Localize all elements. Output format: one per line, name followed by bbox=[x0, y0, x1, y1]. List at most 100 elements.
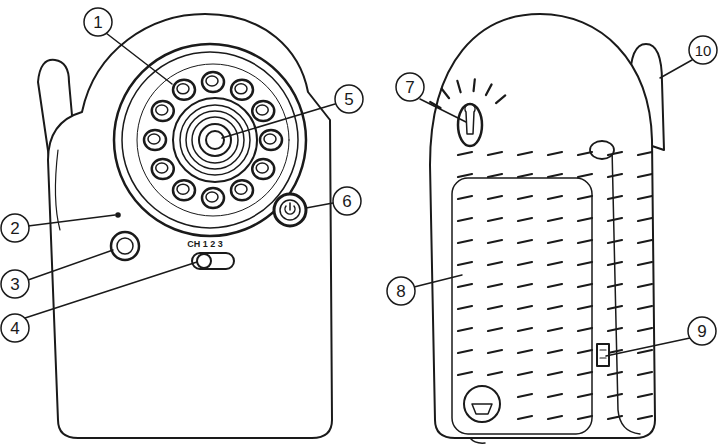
vent-slot bbox=[458, 306, 472, 309]
vent-slot bbox=[578, 416, 592, 419]
led-inner bbox=[206, 192, 218, 202]
led-inner bbox=[264, 134, 276, 144]
callout-number: 5 bbox=[344, 91, 353, 108]
vent-slot bbox=[518, 328, 532, 331]
vent-slot bbox=[488, 196, 502, 199]
vent-slot bbox=[458, 240, 472, 243]
vent-slot bbox=[458, 284, 472, 287]
vent-slot bbox=[458, 328, 472, 331]
vent-slot bbox=[608, 328, 622, 331]
led-outer bbox=[152, 159, 174, 179]
vent-slot bbox=[488, 240, 502, 243]
ir-led bbox=[173, 180, 195, 200]
led-inner bbox=[156, 105, 168, 115]
vent-slot bbox=[578, 218, 592, 221]
callout-number: 10 bbox=[695, 43, 712, 58]
vent-slot bbox=[442, 89, 449, 98]
vent-slot bbox=[458, 372, 472, 375]
callout-circles bbox=[1, 8, 717, 345]
callout-number: 1 bbox=[93, 14, 102, 31]
led-outer bbox=[202, 188, 224, 208]
led-inner bbox=[256, 105, 268, 115]
led-outer bbox=[252, 159, 274, 179]
vent-slot bbox=[518, 218, 532, 221]
vent-slot bbox=[548, 328, 562, 331]
callout-number: 6 bbox=[342, 193, 351, 210]
callout-number: 3 bbox=[10, 276, 19, 293]
channel-marking: CH 1 2 3 bbox=[187, 240, 223, 249]
vent-slot bbox=[638, 262, 652, 265]
vent-slot bbox=[548, 394, 562, 397]
vent-slot bbox=[458, 174, 472, 177]
vent-slot bbox=[548, 372, 562, 375]
vent-slot bbox=[608, 152, 622, 155]
vent-slot bbox=[638, 284, 652, 287]
vent-slot bbox=[548, 240, 562, 243]
vent-slot bbox=[488, 218, 502, 221]
vent-slot bbox=[578, 196, 592, 199]
vent-slot bbox=[548, 196, 562, 199]
vent-slot bbox=[488, 306, 502, 309]
vent-slot bbox=[548, 152, 562, 155]
vent-slot bbox=[608, 218, 622, 221]
vent-slot bbox=[578, 152, 592, 155]
led-outer bbox=[231, 80, 253, 100]
ir-led bbox=[144, 130, 166, 150]
vent-slot bbox=[518, 174, 532, 177]
vent-slot bbox=[608, 174, 622, 177]
vent-slot bbox=[638, 196, 652, 199]
vent-slot bbox=[608, 240, 622, 243]
vent-slot bbox=[638, 372, 652, 375]
vent-slot bbox=[488, 372, 502, 375]
vent-slot bbox=[474, 79, 475, 91]
ir-led bbox=[231, 80, 253, 100]
led-outer bbox=[260, 130, 282, 150]
vent-slot bbox=[638, 394, 652, 397]
vent-slot bbox=[488, 152, 502, 155]
vent-slot bbox=[638, 152, 652, 155]
led-inner bbox=[156, 163, 168, 173]
callout-leaders bbox=[25, 33, 692, 356]
vent-slot bbox=[578, 306, 592, 309]
ir-led bbox=[202, 188, 224, 208]
vent-slot bbox=[518, 196, 532, 199]
vent-slot bbox=[518, 416, 532, 419]
vent-slot bbox=[518, 240, 532, 243]
vent-slot bbox=[518, 394, 532, 397]
vent-slot bbox=[638, 174, 652, 177]
led-outer bbox=[173, 80, 195, 100]
vent-slot bbox=[578, 262, 592, 265]
vent-slot bbox=[548, 284, 562, 287]
vent-slot bbox=[518, 306, 532, 309]
vent-slot bbox=[638, 328, 652, 331]
vent-slot bbox=[638, 240, 652, 243]
vent-slot bbox=[457, 81, 460, 93]
vent-slot bbox=[518, 152, 532, 155]
ir-led bbox=[152, 101, 174, 121]
back-camera bbox=[430, 14, 664, 443]
callout-number: 2 bbox=[10, 220, 19, 237]
vent-slot bbox=[578, 284, 592, 287]
led-inner bbox=[235, 84, 247, 94]
callout-number: 7 bbox=[405, 79, 414, 96]
led-outer bbox=[144, 130, 166, 150]
vent-slot bbox=[638, 218, 652, 221]
vent-slot bbox=[638, 350, 652, 353]
vent-slot bbox=[608, 284, 622, 287]
vent-slot bbox=[548, 262, 562, 265]
vent-slot bbox=[548, 218, 562, 221]
vent-slot bbox=[578, 372, 592, 375]
led-outer bbox=[173, 180, 195, 200]
vent-slot bbox=[488, 328, 502, 331]
vent-slot bbox=[608, 306, 622, 309]
vent-slot bbox=[578, 350, 592, 353]
led-inner bbox=[177, 84, 189, 94]
vent-slot bbox=[608, 196, 622, 199]
vent-slot bbox=[548, 306, 562, 309]
led-outer bbox=[252, 101, 274, 121]
vent-slot bbox=[578, 328, 592, 331]
led-inner bbox=[235, 184, 247, 194]
vent-slot bbox=[578, 174, 592, 177]
vent-slot bbox=[458, 152, 472, 155]
ir-led bbox=[252, 101, 274, 121]
